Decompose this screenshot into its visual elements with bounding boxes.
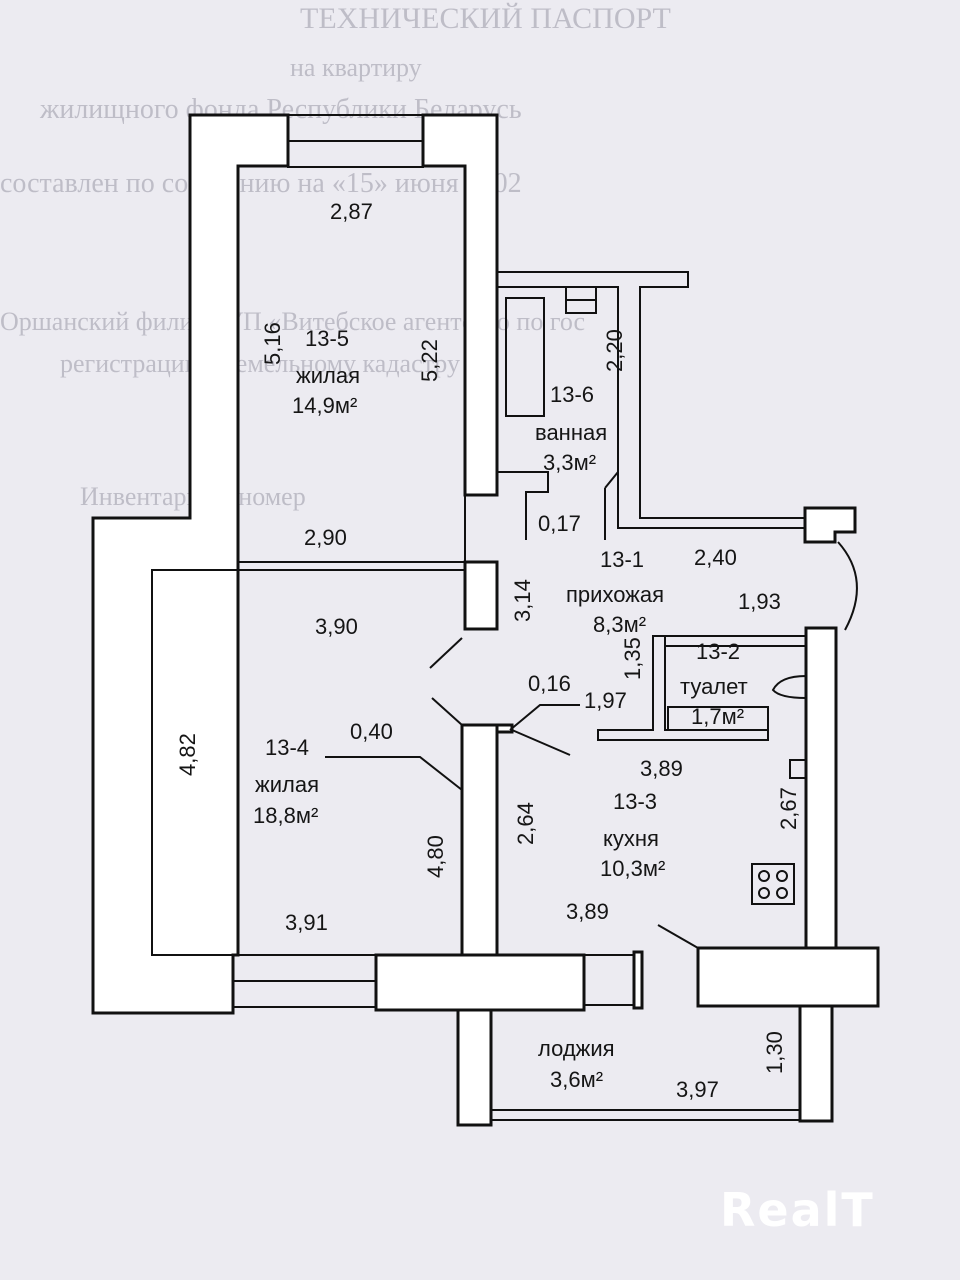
meter-box-icon	[789, 759, 807, 779]
door-swing-arc	[837, 541, 858, 631]
wc-partition	[667, 706, 769, 731]
room-13-1-id: 13-1	[600, 547, 644, 572]
room-13-5-id: 13-5	[305, 326, 349, 351]
dim-3-89-top: 3,89	[640, 756, 683, 781]
stove-burner-icon	[776, 887, 788, 899]
dim-3-90: 3,90	[315, 614, 358, 639]
room-13-5-name: жилая	[296, 363, 360, 388]
bathroom-partition	[497, 471, 549, 540]
wall-stub-13-5-13-4	[463, 560, 499, 631]
door-13-4-jamb	[429, 637, 463, 669]
loggia-right-wall	[798, 1004, 834, 1123]
window-kitchen	[583, 954, 635, 1006]
stove-burner-icon	[758, 870, 770, 882]
stove-burner-icon	[758, 887, 770, 899]
stove-burner-icon	[776, 870, 788, 882]
dim-4-80: 4,80	[423, 835, 448, 878]
bathroom-door-jamb	[604, 471, 619, 540]
dim-2-87: 2,87	[330, 199, 373, 224]
room-13-2-name: туалет	[680, 674, 748, 699]
bathroom-inner	[497, 286, 855, 529]
toilet-icon	[771, 674, 807, 700]
dim-3-91: 3,91	[285, 910, 328, 935]
dim-1-30: 1,30	[762, 1031, 787, 1074]
wall-13-4-13-3	[460, 723, 499, 957]
kitchen-door-stub	[495, 723, 514, 734]
dim-5-16: 5,16	[260, 322, 285, 365]
bg-text-title: ТЕХНИЧЕСКИЙ ПАСПОРТ	[300, 2, 671, 35]
dim-0-40: 0,40	[350, 719, 393, 744]
wall-13-5-right	[421, 113, 499, 497]
leader-3-89	[657, 924, 699, 949]
kitchen-door-swing	[511, 729, 571, 756]
stove-icon	[751, 863, 795, 905]
dim-1-97: 1,97	[584, 688, 627, 713]
room-13-1-area: 8,3м²	[593, 612, 646, 637]
dimension-labels: 2,87 5,16 5,22 2,20 0,17 2,90 2,40 3,14 …	[175, 199, 801, 1102]
room-13-4-id: 13-4	[265, 735, 309, 760]
dim-2-20: 2,20	[602, 329, 627, 372]
dim-2-67: 2,67	[776, 787, 801, 830]
loggia-area: 3,6м²	[550, 1067, 603, 1092]
dim-0-17: 0,17	[538, 511, 581, 536]
loggia-left-wall	[456, 1008, 493, 1127]
bg-text-line6: регистрации и земельному кадастру	[60, 349, 460, 378]
bg-text-line2: на квартиру	[290, 53, 422, 82]
room-13-3-area: 10,3м²	[600, 856, 665, 881]
leader-0-16	[509, 704, 580, 731]
wall-bottom-pier	[374, 953, 586, 1012]
room-labels: 13-5 жилая 14,9м² 13-6 ванная 3,3м² 13-1…	[253, 326, 748, 1092]
bathtub-icon	[505, 297, 545, 417]
dim-1-35: 1,35	[620, 637, 645, 680]
window-kitchen-frame	[632, 950, 644, 1010]
walls	[91, 113, 880, 1127]
dim-2-40: 2,40	[694, 545, 737, 570]
room-13-3-id: 13-3	[613, 789, 657, 814]
room-13-4-name: жилая	[255, 772, 319, 797]
room-13-6-id: 13-6	[550, 382, 594, 407]
dim-1-93: 1,93	[738, 589, 781, 614]
dim-4-82: 4,82	[175, 733, 200, 776]
loggia-name: лоджия	[538, 1036, 615, 1061]
dim-3-89-bottom: 3,89	[566, 899, 609, 924]
room-13-4-area: 18,8м²	[253, 803, 318, 828]
room-13-6-name: ванная	[535, 420, 607, 445]
dim-5-22: 5,22	[417, 339, 442, 382]
leader-0-40	[325, 756, 463, 791]
background-passport-text: ТЕХНИЧЕСКИЙ ПАСПОРТ на квартиру жилищног…	[0, 2, 671, 511]
vent-shaft	[803, 506, 857, 544]
room-13-2-id: 13-2	[696, 639, 740, 664]
door-13-4-jamb2	[431, 697, 463, 726]
dim-2-64: 2,64	[513, 802, 538, 845]
dim-3-97: 3,97	[676, 1077, 719, 1102]
room-13-1-name: прихожая	[566, 582, 664, 607]
bg-text-line4: составлен по состоянию на «15» июня 2002	[0, 168, 522, 199]
room-13-4-outline	[151, 569, 238, 956]
watermark-logo: RealT	[720, 1183, 875, 1237]
room-13-5-area: 14,9м²	[292, 393, 357, 418]
wall-right-pier	[696, 946, 880, 1008]
wc-outline	[597, 635, 769, 741]
bathroom-outline	[497, 271, 855, 519]
dim-0-16: 0,16	[528, 671, 571, 696]
room-13-3-name: кухня	[603, 826, 659, 851]
dim-3-14: 3,14	[510, 579, 535, 622]
outer-right-wall	[804, 626, 838, 952]
outer-left-wall	[91, 113, 290, 1015]
dim-2-90: 2,90	[304, 525, 347, 550]
room-13-2-area: 1,7м²	[691, 704, 744, 729]
room-13-6-area: 3,3м²	[543, 450, 596, 475]
